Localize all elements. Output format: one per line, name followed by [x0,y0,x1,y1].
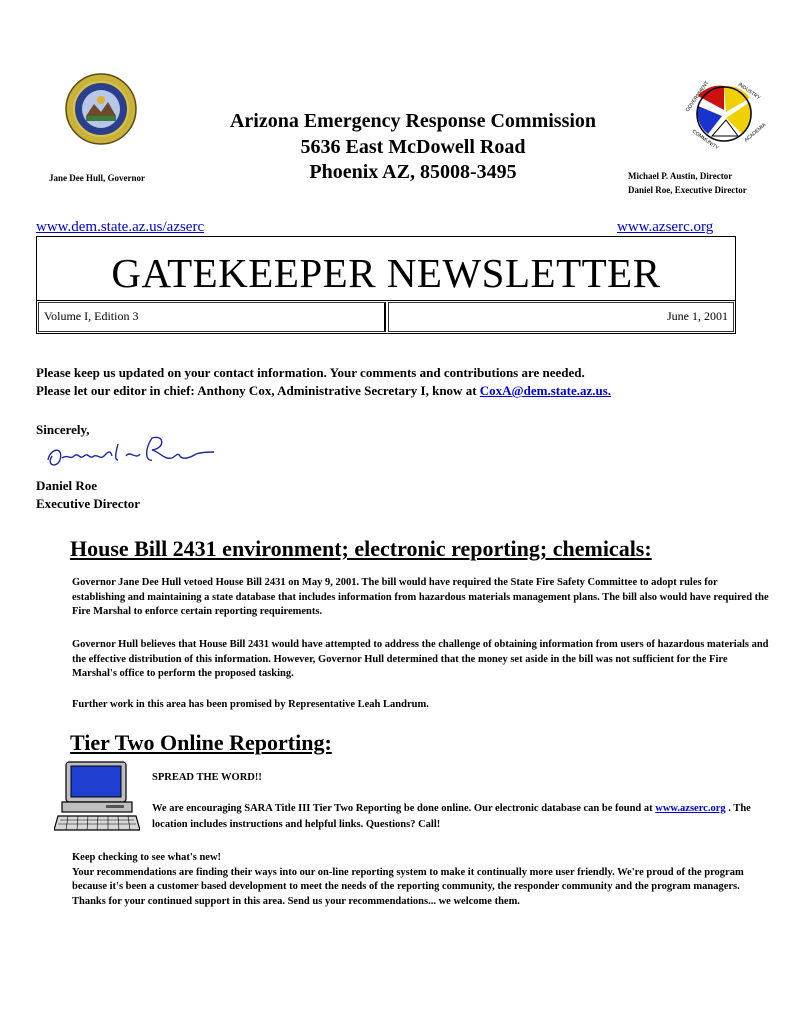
house-bill-paragraph-3: Further work in this area has been promi… [72,699,429,710]
signature-icon [47,436,215,466]
director-name: Michael P. Austin, Director [628,171,733,181]
tier-two-paragraph-1-text: We are encouraging SARA Title III Tier T… [152,803,656,814]
tier-two-paragraph-1: We are encouraging SARA Title III Tier T… [152,801,772,832]
house-bill-paragraph-1: Governor Jane Dee Hull vetoed House Bill… [72,577,769,617]
org-street-address: 5636 East McDowell Road [300,136,526,158]
intro-line-2-text: Please let our editor in chief: Anthony … [36,383,480,398]
tier-two-heading: Tier Two Online Reporting: [70,730,332,755]
edition-label: Volume I, Edition 3 [38,302,386,332]
newsletter-banner: GATEKEEPER NEWSLETTER Volume I, Edition … [36,236,736,334]
tier-two-paragraph-1-suffix: . The location includes instructions and… [152,803,751,830]
recommendations-text: Your recommendations are finding their w… [72,866,744,907]
commission-logo-icon: GOVERNMENT INDUSTRY COMMUNITY ACADEMIA [685,80,768,151]
house-bill-paragraph-2: Governor Hull believes that House Bill 2… [72,639,769,679]
signer-name: Daniel Roe [36,478,98,493]
house-bill-heading: House Bill 2431 environment; electronic … [70,536,652,561]
editor-email-link[interactable]: CoxA@dem.state.az.us. [479,383,612,398]
keep-checking-line: Keep checking to see what's new! [72,852,222,863]
issue-date: June 1, 2001 [387,302,734,332]
state-seal-icon [65,73,137,145]
computer-icon [54,761,140,831]
azserc-website-link[interactable]: www.azserc.org [617,219,714,235]
newsletter-title: GATEKEEPER NEWSLETTER [111,250,661,296]
executive-director-name: Daniel Roe, Executive Director [628,185,747,195]
dem-website-link[interactable]: www.dem.state.az.us/azserc [36,219,205,235]
edition-bar: Volume I, Edition 3 June 1, 2001 [37,300,735,333]
tier-two-paragraph-2: Keep checking to see what's new! Your re… [72,851,772,909]
closing-salutation: Sincerely, [36,422,90,437]
org-city-address: Phoenix AZ, 85008-3495 [309,161,517,183]
intro-line-1: Please keep us updated on your contact i… [36,365,585,380]
governor-name: Jane Dee Hull, Governor [49,173,145,183]
org-name: Arizona Emergency Response Commission [229,110,597,132]
signer-title: Executive Director [36,496,141,511]
spread-the-word: SPREAD THE WORD!! [152,772,262,783]
intro-line-2: Please let our editor in chief: Anthony … [36,383,611,399]
azserc-link[interactable]: www.azserc.org [655,803,726,814]
